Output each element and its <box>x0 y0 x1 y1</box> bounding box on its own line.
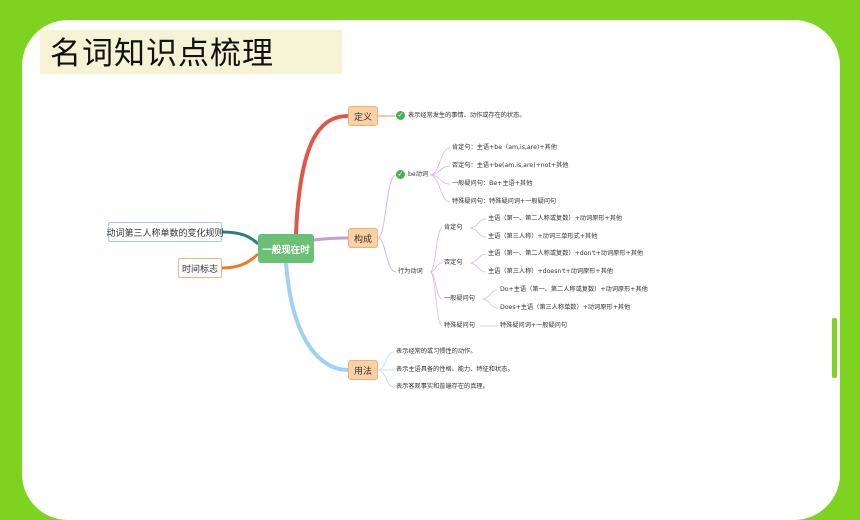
affirmative-item: 主语（第一、第二人称或复数）+动词原形+其他 <box>488 215 623 222</box>
connector-be-verb <box>377 174 397 239</box>
branch-usage[interactable]: 用法 <box>348 360 378 380</box>
left-node-rules[interactable]: 动词第三人称单数的变化规则 <box>107 222 224 242</box>
negative-item: 主语（第一、第二人称或复数）+don't+动词原形+其他 <box>488 250 644 257</box>
affirmative-label: 肯定句 <box>444 224 463 231</box>
be-verb-item: 肯定句：主语+be（am,is,are)+其他 <box>452 144 557 151</box>
general-question-item: Do+主语（第一、第二人称或复数）+动词原形+其他 <box>500 286 648 293</box>
usage-item: 表示客观事实和普遍存在的真理。 <box>396 383 489 390</box>
connector-usage <box>284 262 349 372</box>
negative-item: 主语（第三人称）+doesn't+动词原形+其他 <box>488 268 613 275</box>
general-question-label: 一般疑问句 <box>444 295 475 302</box>
definition-text: 表示经常发生的事情、动作或存在的状态。 <box>408 112 526 119</box>
affirmative-item: 主语（第三人称）+动词三单形式+其他 <box>488 233 598 240</box>
check-icon: ✓ <box>396 170 405 179</box>
left-node-time[interactable]: 时间标志 <box>178 258 222 278</box>
be-verb-item: 特殊疑问句：特殊疑问词+一般疑问句 <box>452 198 557 205</box>
right-accent-bar <box>832 318 837 378</box>
be-verb-item: 否定句：主语+be(am,is,are)+not+其他 <box>452 162 569 169</box>
general-question-item: Does+主语（第三人称单数）+动词原形+其他 <box>500 304 631 311</box>
check-icon: ✓ <box>396 111 405 120</box>
content-card <box>22 20 840 520</box>
connector-action-verb <box>377 237 397 273</box>
special-question-label: 特殊疑问句 <box>444 322 475 329</box>
slide: 名词知识点梳理 <box>22 20 840 520</box>
be-verb-label: be动词 <box>408 171 429 178</box>
mindmap-connectors <box>221 114 499 388</box>
title-band <box>40 30 342 74</box>
center-node[interactable]: 一般现在时 <box>258 234 314 263</box>
connector-definition <box>294 114 349 235</box>
branch-definition[interactable]: 定义 <box>348 106 378 126</box>
action-verb-label: 行为动词 <box>398 268 423 275</box>
usage-item: 表示经常的或习惯性的动作。 <box>396 348 477 355</box>
branch-structure[interactable]: 构成 <box>348 228 378 248</box>
connector-left-time <box>221 252 260 270</box>
connector-left-rules <box>221 230 260 246</box>
negative-label: 否定句 <box>444 259 463 266</box>
usage-item: 表示主语具备的性格、能力、特征和状态。 <box>396 366 514 373</box>
connector-structure <box>313 236 349 242</box>
page-title: 名词知识点梳理 <box>50 36 274 72</box>
special-question-text: 特殊疑问词+一般疑问句 <box>500 322 568 329</box>
be-verb-item: 一般疑问句：Be+主语+其他 <box>452 180 533 187</box>
